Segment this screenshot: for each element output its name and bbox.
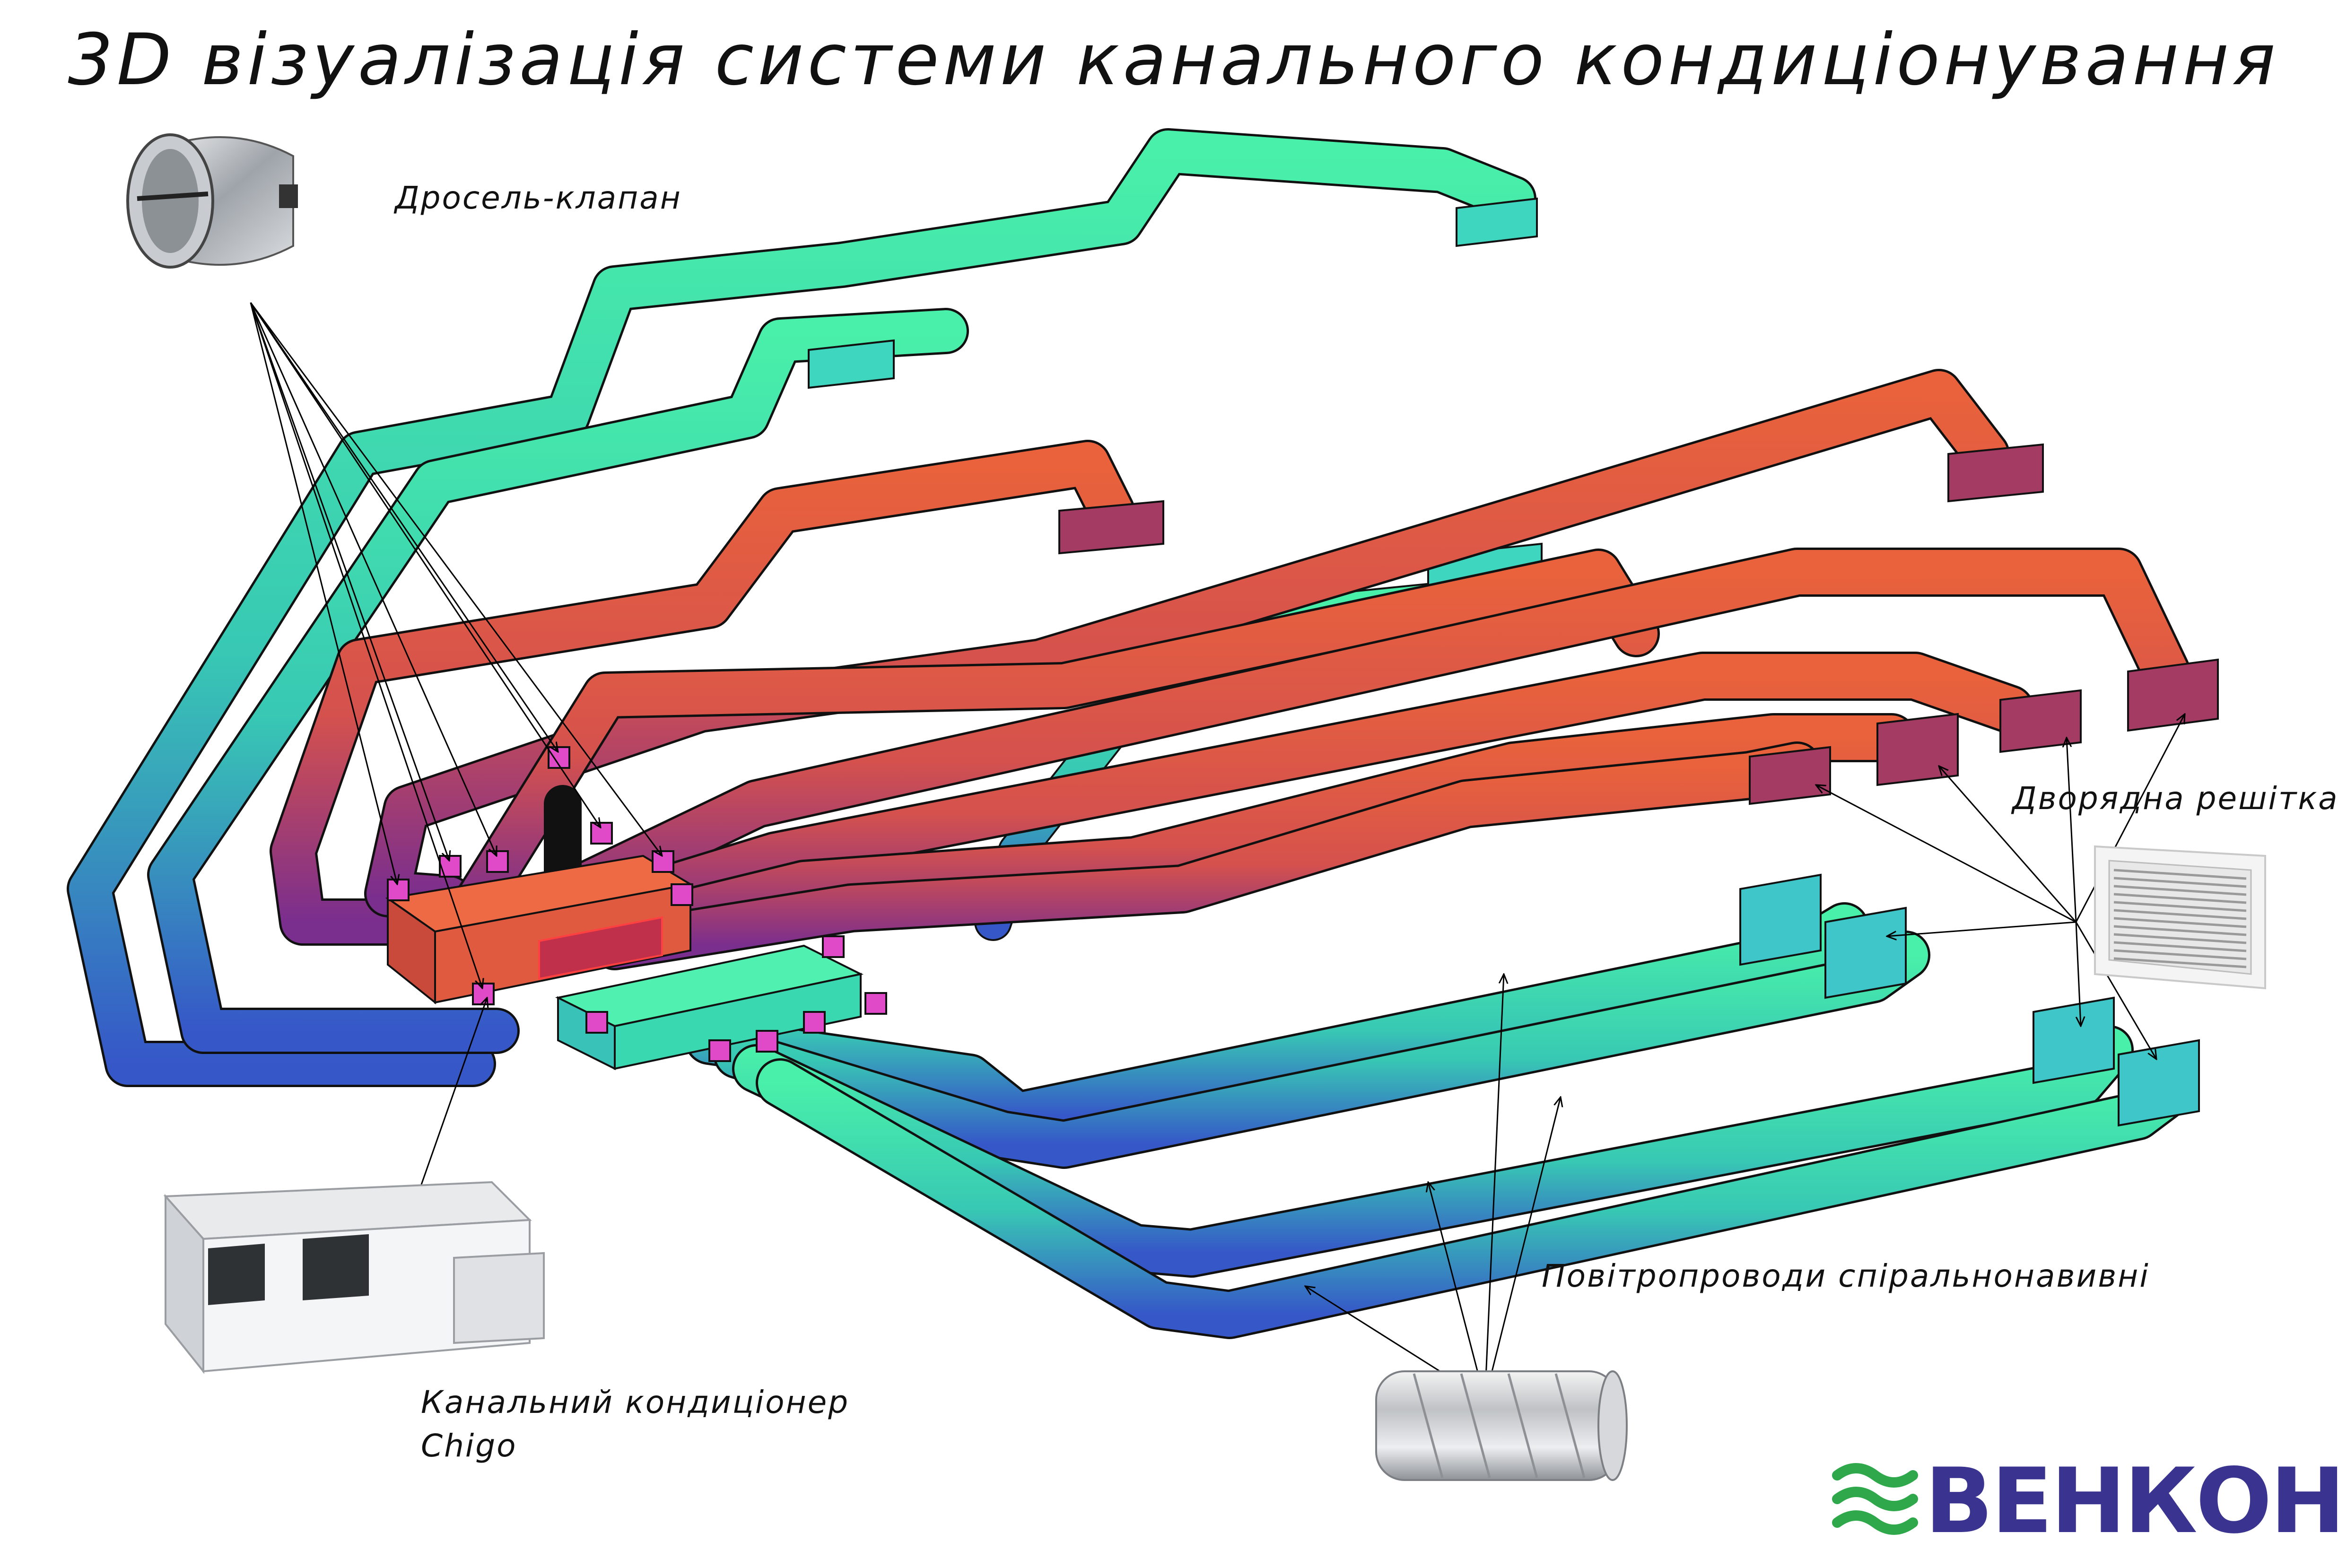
grille-slat [2113,877,2247,888]
supply-duct-5 [519,652,2034,951]
return-grille-right-3 [2033,996,2115,1084]
grille-label: Дворядна решітка [2012,780,2339,817]
grille-slat [2113,909,2247,920]
duct-unit-label-line2: Chigo [421,1428,517,1464]
grille-slat [2113,901,2247,912]
company-logo: ВЕНКОН [1830,1454,2345,1549]
grille-slat [2113,925,2247,936]
spiral-duct-photo-icon [1375,1370,1628,1481]
supply-grille-5 [1999,689,2082,753]
supply-grilles [1058,443,2219,805]
duct-unit-photo-icon [163,1181,545,1374]
grille-slat [2113,957,2247,968]
return-grille-right-4 [2118,1039,2200,1127]
supply-grille-3 [1749,746,1831,805]
damper-ring-9 [708,1039,731,1062]
duct-unit-model [385,854,864,1071]
damper-ring-13 [822,935,845,958]
damper-ring-4 [590,822,613,845]
damper-label: Дросель-клапан [395,180,682,216]
duct-unit-label-line1: Канальний кондиціонер [421,1384,850,1420]
grille-slats [2113,869,2247,968]
grille-slat [2113,917,2247,928]
supply-duct-6 [567,713,1916,961]
damper-ring-5 [652,850,674,873]
logo-waves-icon [1832,1463,1918,1535]
damper-ring-10 [756,1030,778,1053]
supply-duct-1 [270,440,1135,946]
supply-grille-2 [1947,443,2044,503]
return-duct-top [67,128,1536,1087]
damper-ring-6 [671,883,693,906]
supply-grille-1 [1058,500,1164,555]
return-grille-right-1 [1739,873,1822,966]
grille-slat [2113,949,2247,960]
grille-slat [2113,869,2247,880]
grille-slat [2113,933,2247,944]
return-box-front [614,973,862,1070]
damper-ring-3 [486,850,509,873]
duct-unit-label: Канальний кондиціонер Chigo [421,1381,849,1468]
grille-slat [2113,893,2247,904]
return-grilles [808,197,2200,1127]
damper-ring-1 [387,879,410,901]
supply-duct-4 [496,548,2190,942]
return-grille-mid [808,339,895,389]
return-grille-top [1456,197,1538,247]
damper-ring-7 [472,983,495,1005]
annotation-arrows [250,302,2185,1401]
grille-slat [2113,885,2247,896]
logo-text: ВЕНКОН [1925,1449,2345,1553]
damper-ring-11 [803,1011,826,1034]
damper-photo-icon [126,133,298,269]
damper-ring-8 [585,1011,608,1034]
supply-grille-6 [2127,658,2219,732]
supply-plenum-outlet [538,916,663,980]
grille-slat [2113,941,2247,952]
return-grille-right-2 [1824,906,1907,999]
return-duct-second [147,308,969,1054]
page-title: 3D візуалізація системи канального конди… [68,19,2279,101]
spiral-ducts-label: Повітропроводи спіральнонавивні [1542,1258,2150,1294]
supply-grille-4 [1876,713,1959,786]
damper-ring-12 [864,992,887,1015]
